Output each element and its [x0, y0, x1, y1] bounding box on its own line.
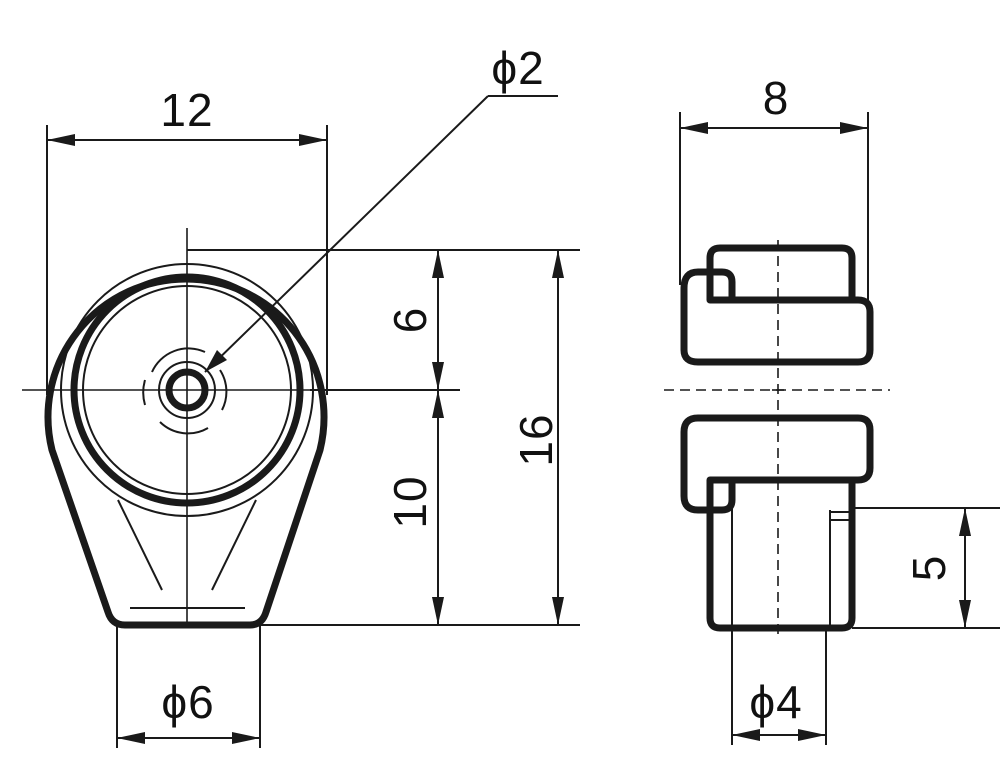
- dim-hole-label: ϕ2: [491, 42, 544, 94]
- side-lower-band: [680, 414, 874, 514]
- front-hub-arc-3: [159, 421, 209, 435]
- dim-upper-arrow-bottom: [432, 362, 444, 390]
- front-hub-arc-4: [142, 379, 146, 406]
- front-view: 12 ϕ2 6 10 16 ϕ6: [22, 42, 580, 748]
- dim-lower-arrow-bottom: [432, 597, 444, 625]
- leader-hole-arrow: [205, 350, 227, 372]
- dim-stem-height-arrow-bottom: [959, 600, 971, 628]
- dim-base-label: ϕ6: [161, 676, 214, 728]
- side-top-cap: [706, 244, 856, 304]
- dim-side-width-arrow-right: [840, 122, 868, 134]
- dim-base-arrow-right: [232, 732, 260, 744]
- dim-height-arrow-top: [552, 250, 564, 278]
- dim-lower-arrow-top: [432, 390, 444, 418]
- front-hub-arc-1: [151, 347, 206, 373]
- dim-height-label: 16: [510, 413, 562, 466]
- dim-lower-label: 10: [384, 475, 436, 528]
- dim-width-arrow-left: [47, 134, 75, 146]
- dim-stem-height-label: 5: [903, 555, 955, 582]
- leader-hole-line: [204, 95, 489, 373]
- side-stem: [706, 476, 856, 632]
- dim-height-arrow-bottom: [552, 597, 564, 625]
- front-taper-line-left: [117, 499, 163, 591]
- dim-upper-arrow-top: [432, 250, 444, 278]
- dim-side-width-label: 8: [763, 72, 790, 124]
- dim-stem-dia-arrow-right: [798, 729, 826, 741]
- dim-width-label: 12: [160, 84, 213, 136]
- side-view: 8 5 ϕ4: [664, 72, 1000, 745]
- dim-side-width-arrow-left: [680, 122, 708, 134]
- dim-stem-dia-label: ϕ4: [749, 676, 802, 728]
- dim-upper-label: 6: [384, 307, 436, 334]
- dim-width-arrow-right: [299, 134, 327, 146]
- dim-stem-height-arrow-top: [959, 508, 971, 536]
- front-taper-line-right: [211, 499, 257, 591]
- dim-stem-dia-arrow-left: [732, 729, 760, 741]
- dim-base-arrow-left: [117, 732, 145, 744]
